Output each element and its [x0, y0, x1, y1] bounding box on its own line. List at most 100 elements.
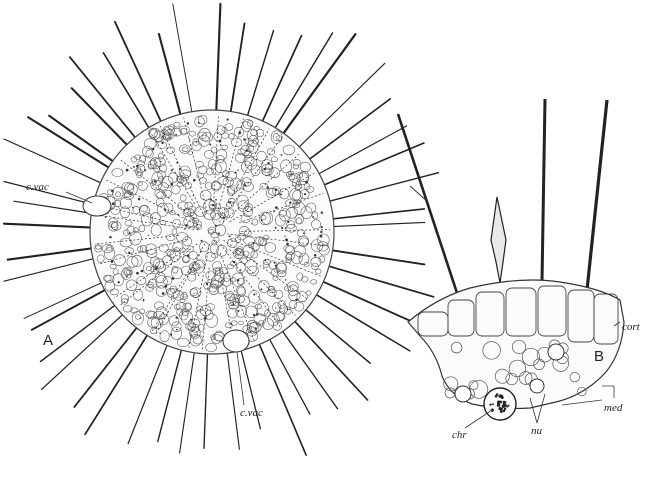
panel-b-nucleus-3	[548, 344, 564, 360]
granule-dot	[187, 254, 190, 257]
granule-dot	[176, 329, 178, 331]
granule-dot	[141, 270, 144, 273]
granule-dot	[260, 288, 262, 290]
granule-dot	[154, 268, 156, 270]
granule-dot	[177, 214, 179, 216]
granule-dot	[265, 259, 267, 261]
granule-dot	[159, 333, 160, 334]
granule-dot	[109, 236, 111, 238]
granule-dot	[167, 147, 169, 149]
granule-dot	[223, 217, 225, 219]
granule-dot	[129, 193, 131, 195]
granule-dot	[165, 285, 168, 288]
panel-b-spicule-4	[587, 100, 607, 290]
granule-dot	[280, 193, 282, 195]
granule-dot	[303, 232, 305, 234]
granule-dot	[190, 319, 192, 321]
granule-dot	[275, 307, 276, 308]
panel-b-med-leader	[562, 400, 602, 405]
panel-b-med-bracket	[602, 386, 614, 398]
granule-dot	[256, 159, 257, 160]
granule-dot	[227, 119, 229, 121]
granule-dot	[189, 138, 190, 139]
granule-dot	[136, 165, 138, 167]
granule-dot	[267, 186, 269, 188]
granule-dot	[304, 193, 306, 195]
granule-dot	[168, 185, 169, 186]
granule-dot	[132, 207, 134, 209]
granule-dot	[175, 134, 177, 136]
granule-dot	[198, 275, 199, 276]
granule-dot	[229, 201, 231, 203]
granule-dot	[184, 228, 185, 229]
granule-dot	[261, 219, 263, 221]
granule-dot	[287, 221, 289, 223]
granule-dot	[275, 227, 277, 229]
granule-dot	[320, 231, 322, 233]
granule-dot	[201, 240, 203, 242]
granule-dot	[161, 142, 163, 144]
granule-dot	[264, 168, 266, 170]
panel-a-contractile-vacuole-upper	[83, 196, 111, 216]
granule-dot	[210, 199, 212, 201]
granule-dot	[284, 236, 285, 237]
granule-dot	[162, 292, 165, 295]
granule-dot	[193, 179, 196, 182]
granule-dot	[305, 181, 308, 184]
granule-dot	[243, 138, 245, 140]
granule-dot	[295, 299, 297, 301]
chromatin-granule	[502, 405, 505, 408]
granule-dot	[143, 300, 145, 302]
granule-dot	[287, 308, 289, 310]
granule-dot	[136, 272, 139, 275]
granule-dot	[176, 317, 178, 319]
panel-b-spicule-1	[398, 114, 458, 296]
granule-dot	[251, 223, 252, 224]
granule-dot	[169, 137, 171, 139]
label-cvac-upper: c.vac	[26, 181, 49, 193]
granule-dot	[111, 190, 114, 193]
granule-dot	[146, 252, 148, 254]
granule-dot	[138, 198, 141, 201]
granule-dot	[285, 238, 288, 241]
granule-dot	[229, 235, 231, 237]
granule-dot	[281, 227, 283, 229]
chromatin-granule	[500, 410, 503, 413]
granule-dot	[156, 267, 158, 269]
granule-dot	[321, 211, 323, 213]
panel-a-label: A	[43, 332, 53, 349]
granule-dot	[222, 175, 224, 177]
granule-dot	[299, 257, 300, 258]
chromatin-granule	[495, 395, 498, 398]
granule-dot	[256, 313, 259, 316]
granule-dot	[254, 327, 256, 329]
chromatin-granule	[492, 403, 494, 405]
granule-dot	[112, 202, 115, 205]
granule-dot	[320, 235, 323, 238]
panel-b: B cort med chr nu	[398, 99, 641, 441]
granule-dot	[227, 186, 229, 188]
granule-dot	[160, 161, 161, 162]
granule-dot	[314, 254, 317, 257]
panel-a-contractile-vacuole-lower	[223, 330, 249, 352]
granule-dot	[245, 149, 247, 151]
granule-dot	[218, 233, 220, 235]
granule-dot	[232, 301, 234, 303]
panel-b-spicule-3	[542, 99, 545, 282]
granule-dot	[156, 327, 157, 328]
granule-dot	[209, 144, 211, 146]
granule-dot	[196, 141, 197, 142]
granule-dot	[216, 159, 217, 160]
granule-dot	[275, 189, 277, 191]
panel-b-nucleus-large	[484, 388, 516, 420]
granule-dot	[215, 225, 217, 227]
label-med: med	[604, 402, 623, 414]
granule-dot	[231, 240, 233, 242]
granule-dot	[237, 279, 240, 282]
granule-dot	[275, 265, 277, 267]
chromatin-granule	[498, 394, 502, 398]
granule-dot	[144, 169, 146, 171]
granule-dot	[172, 277, 175, 280]
granule-dot	[170, 333, 172, 335]
granule-dot	[162, 136, 163, 137]
